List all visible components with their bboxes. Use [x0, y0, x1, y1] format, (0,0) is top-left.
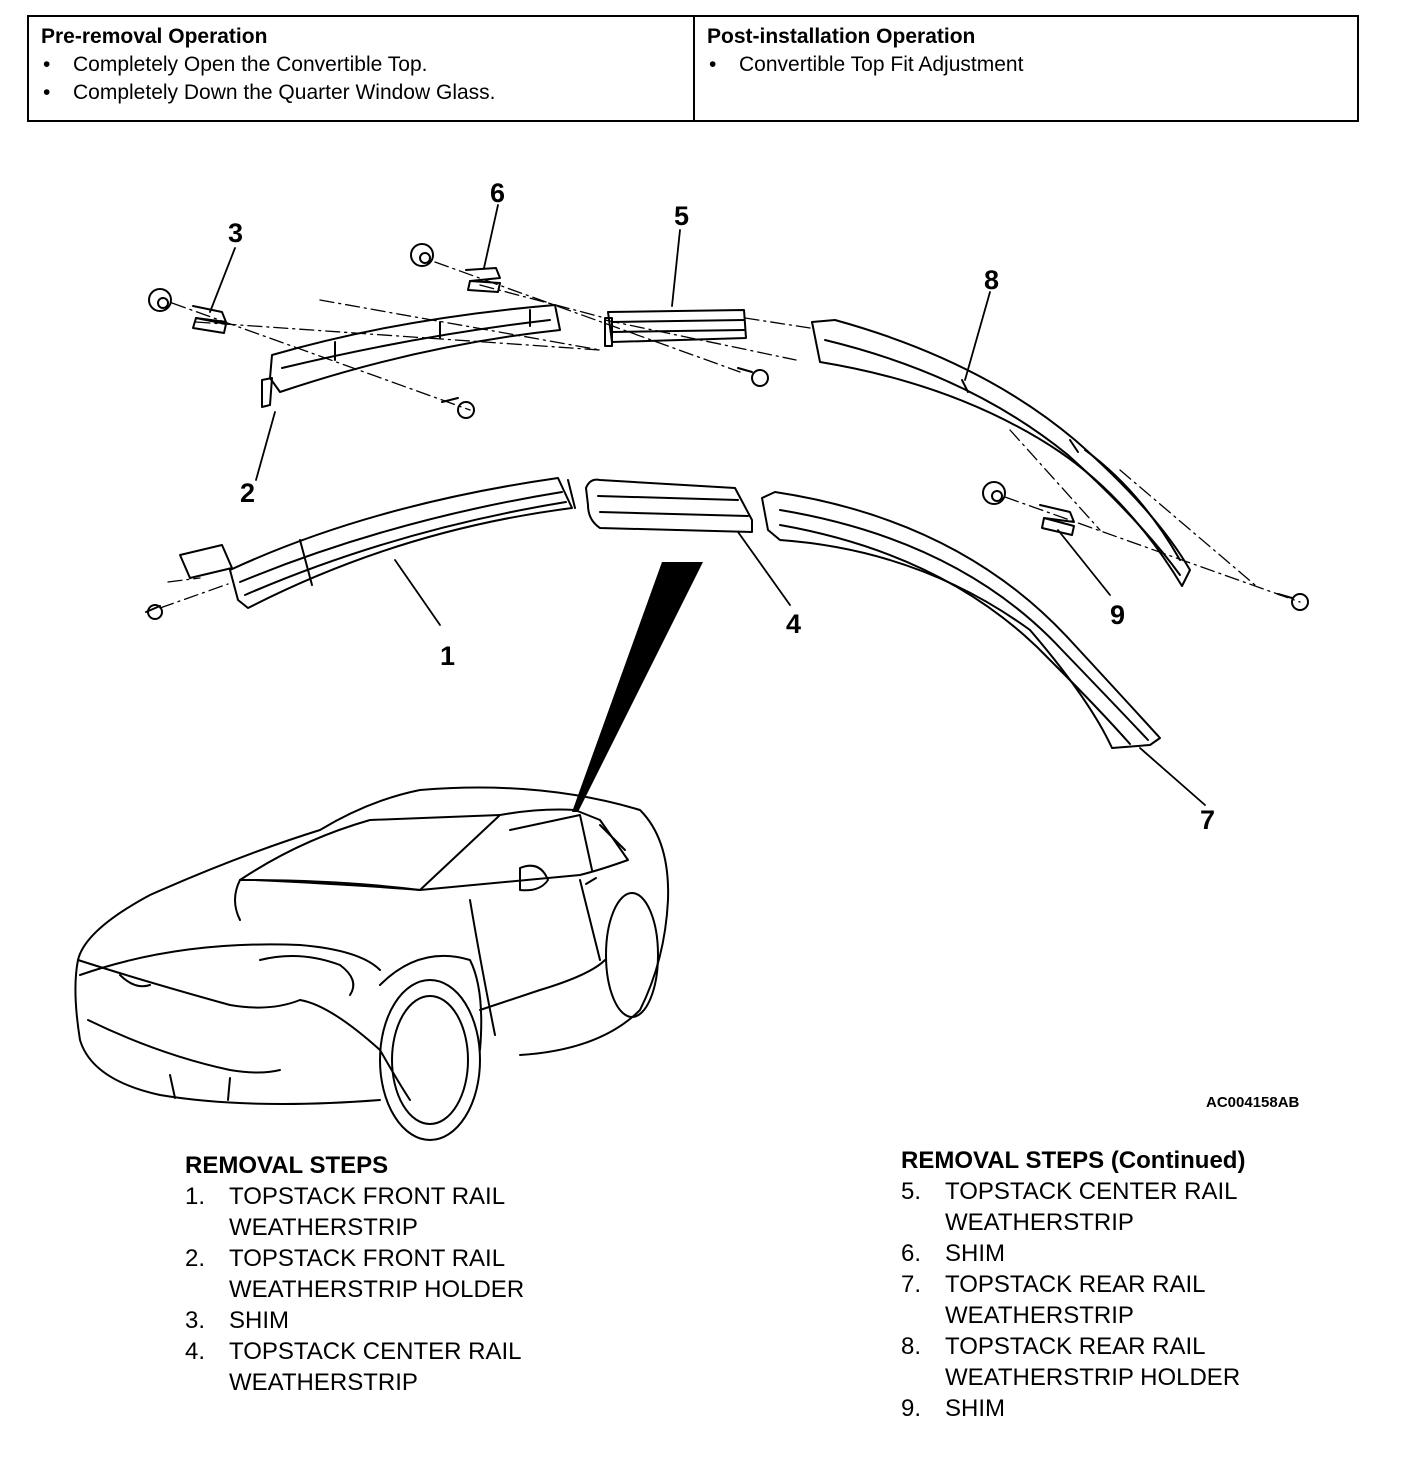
assembly-lines [159, 261, 1301, 609]
center-rail-holder [604, 309, 747, 347]
pre-removal-list: •Completely Open the Convertible Top. •C… [41, 51, 681, 107]
callout-6: 6 [490, 178, 505, 208]
callout-3: 3 [228, 218, 243, 248]
list-item: 2.TOPSTACK FRONT RAIL WEATHERSTRIP HOLDE… [185, 1245, 525, 1303]
list-item: 3.SHIM [185, 1307, 289, 1334]
list-item: 4.TOPSTACK CENTER RAIL WEATHERSTRIP [185, 1338, 521, 1396]
post-installation-cell: Post-installation Operation •Convertible… [695, 17, 1357, 120]
callout-8: 8 [984, 265, 999, 295]
list-item: 7.TOPSTACK REAR RAIL WEATHERSTRIP [901, 1271, 1205, 1329]
pre-removal-title: Pre-removal Operation [41, 25, 268, 48]
shim-6 [465, 267, 501, 293]
leader-lines [209, 204, 1206, 806]
shim-9 [1039, 504, 1075, 536]
operations-table: Pre-removal Operation •Completely Open t… [27, 15, 1359, 122]
nut-front [148, 288, 172, 312]
callout-9: 9 [1110, 600, 1125, 630]
list-item: •Convertible Top Fit Adjustment [707, 51, 1345, 79]
rear-rail-holder [811, 319, 1191, 587]
pre-removal-cell: Pre-removal Operation •Completely Open t… [29, 17, 695, 120]
car-illustration [74, 786, 670, 1141]
list-item: 9.SHIM [901, 1395, 1005, 1422]
callout-7: 7 [1200, 805, 1215, 835]
list-item: 6.SHIM [901, 1240, 1005, 1267]
callout-2: 2 [240, 478, 255, 508]
bullet-icon: • [43, 81, 51, 104]
list-item: 5.TOPSTACK CENTER RAIL WEATHERSTRIP [901, 1178, 1237, 1236]
removal-steps: REMOVAL STEPS 1.TOPSTACK FRONT RAIL WEAT… [185, 1150, 589, 1398]
front-rail-holder [261, 304, 561, 408]
post-installation-list: •Convertible Top Fit Adjustment [707, 51, 1345, 79]
figure-code: AC004158AB [1206, 1094, 1300, 1111]
callout-4: 4 [786, 609, 801, 639]
bolt-center [737, 367, 769, 387]
removal-steps-continued: REMOVAL STEPS (Continued) 5.TOPSTACK CEN… [901, 1145, 1305, 1424]
center-rail-weatherstrip [585, 478, 753, 533]
nut-center [410, 243, 434, 267]
list-item: •Completely Open the Convertible Top. [41, 51, 681, 79]
nut-rear [982, 481, 1006, 505]
list-item: 8.TOPSTACK REAR RAIL WEATHERSTRIP HOLDER [901, 1333, 1241, 1391]
front-rail-weatherstrip [179, 477, 576, 609]
bullet-icon: • [709, 53, 717, 76]
list-item: •Completely Down the Quarter Window Glas… [41, 79, 681, 107]
bullet-icon: • [43, 53, 51, 76]
removal-steps-continued-title: REMOVAL STEPS (Continued) [901, 1147, 1246, 1174]
callout-5: 5 [674, 201, 689, 231]
bolt-lower [145, 604, 163, 620]
post-installation-title: Post-installation Operation [707, 25, 976, 48]
removal-steps-title: REMOVAL STEPS [185, 1152, 389, 1179]
list-item: 1.TOPSTACK FRONT RAIL WEATHERSTRIP [185, 1183, 505, 1241]
callout-1: 1 [440, 641, 455, 671]
shim-3 [192, 305, 227, 334]
rear-rail-weatherstrip [761, 491, 1161, 749]
location-wedge [572, 562, 703, 812]
